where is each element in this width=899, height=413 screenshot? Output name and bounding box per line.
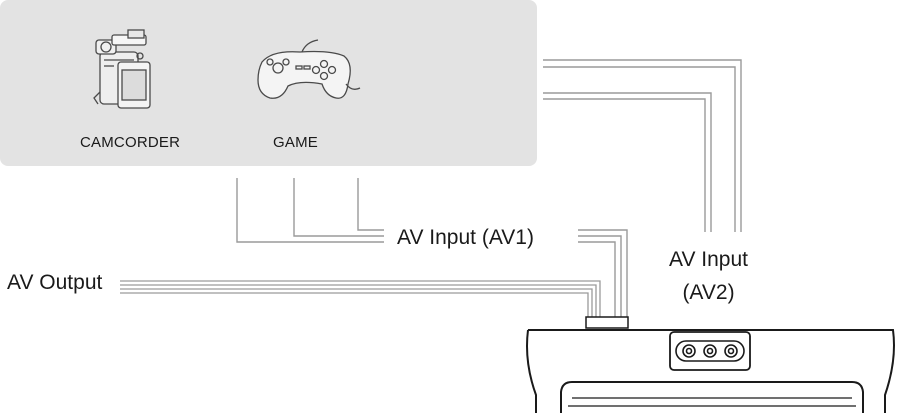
av1-cables [236, 178, 384, 243]
game-label: GAME [273, 134, 318, 151]
camcorder-icon [93, 29, 151, 109]
av-jacks-icon [675, 340, 745, 362]
camcorder-label: CAMCORDER [80, 134, 181, 151]
av-output-cable [120, 280, 601, 318]
tv-monitor-icon [526, 329, 895, 413]
av1-bundle [578, 229, 628, 318]
connector-block [585, 316, 629, 329]
av2-cables [543, 59, 742, 232]
av-input-2-line1: AV Input [669, 248, 748, 271]
av-input-2-line2: (AV2) [682, 281, 735, 304]
av-input-1-label: AV Input (AV1) [397, 226, 534, 249]
av-input-2-label: AV Input (AV2) [669, 243, 748, 309]
av-output-label: AV Output [7, 271, 103, 294]
game-controller-icon [257, 39, 361, 99]
